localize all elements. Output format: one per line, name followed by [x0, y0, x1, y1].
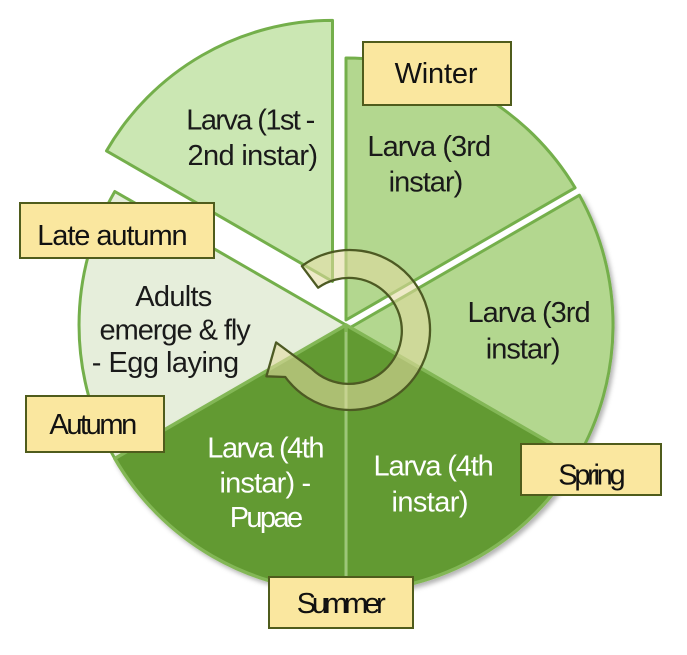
svg-text:Larva (1st -: Larva (1st -: [186, 105, 315, 137]
svg-text:- Egg laying: - Egg laying: [92, 347, 239, 379]
svg-text:instar): instar): [486, 334, 561, 366]
svg-text:Larva (3rd: Larva (3rd: [468, 297, 591, 329]
svg-text:Pupae: Pupae: [230, 502, 303, 534]
svg-text:emerge & fly: emerge & fly: [100, 315, 252, 347]
svg-text:Spring: Spring: [558, 460, 625, 492]
svg-text:Winter: Winter: [395, 58, 478, 90]
svg-text:Late autumn: Late autumn: [37, 220, 188, 252]
svg-text:instar): instar): [389, 166, 464, 198]
svg-text:2nd instar): 2nd instar): [188, 140, 319, 172]
svg-text:Larva (4th: Larva (4th: [374, 451, 494, 483]
svg-text:Larva (4th: Larva (4th: [207, 433, 324, 465]
svg-text:instar) -: instar) -: [220, 467, 312, 499]
svg-text:instar): instar): [392, 487, 469, 519]
svg-text:Summer: Summer: [297, 588, 386, 620]
svg-text:Adults: Adults: [135, 281, 212, 313]
svg-text:Larva (3rd: Larva (3rd: [367, 131, 491, 163]
svg-text:Autumn: Autumn: [49, 409, 137, 441]
